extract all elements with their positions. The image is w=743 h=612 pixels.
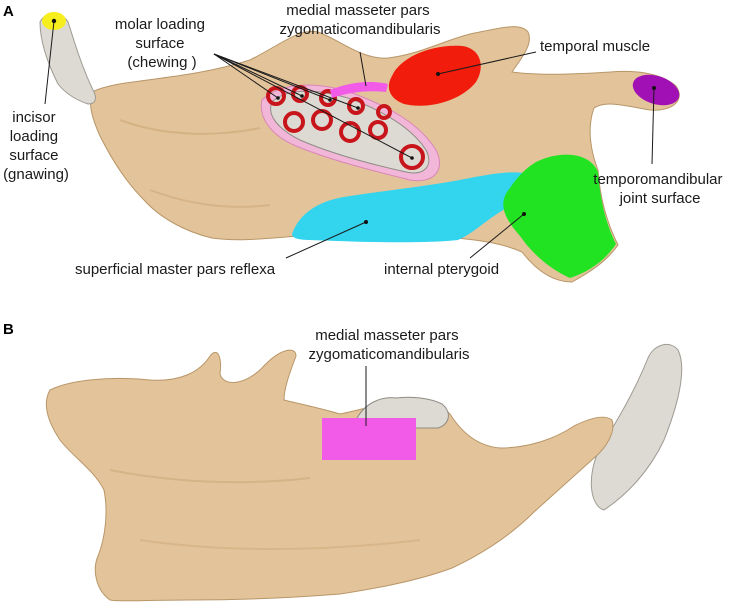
molar-zone <box>347 97 365 115</box>
tmj-label-line: temporomandibular <box>593 171 722 188</box>
pterygoid-label: internal pterygoid <box>384 261 499 278</box>
medial-masseter-a-label-line: medial masseter pars <box>286 2 429 19</box>
molar-label-line: (chewing ) <box>127 54 196 71</box>
incisor-b-tooth <box>590 343 683 511</box>
medial-masseter-b-label: medial masseter pars zygomaticomandibula… <box>309 327 470 363</box>
incisor-label-line: surface <box>9 147 58 164</box>
molar-label-line: surface <box>135 35 184 52</box>
medial-masseter-b-label-line: zygomaticomandibularis <box>309 346 470 363</box>
molar-zone <box>266 86 286 106</box>
molar-leader <box>213 53 359 109</box>
mandible-b-ridge <box>109 469 311 484</box>
molar-label-line: molar loading <box>115 16 205 33</box>
mandible-a-ridge-2 <box>149 189 271 208</box>
medial-masseter-a-leader <box>359 51 367 87</box>
mandible-a-ridge <box>119 119 261 135</box>
molar-leader <box>213 53 303 97</box>
molar-leader-dot <box>328 98 332 102</box>
mandible-b-ridge-2 <box>139 539 421 550</box>
molar-zone <box>319 89 337 107</box>
molar-label: molar loading surface (chewing ) <box>115 16 209 71</box>
temporal-leader-dot <box>436 72 440 76</box>
incisor-leader-dot <box>51 18 57 24</box>
mandible-b-bone <box>45 349 614 602</box>
leader-lines-a <box>44 18 656 259</box>
tmj-zone <box>632 74 680 106</box>
molar-zone <box>339 121 361 143</box>
superficial-leader <box>285 221 367 259</box>
panel-a-letter: A <box>3 3 14 20</box>
incisor-label-line: (gnawing) <box>3 166 69 183</box>
medial-masseter-a-zone <box>330 82 388 98</box>
incisor-a-tooth <box>39 13 96 105</box>
incisor-label-line: loading <box>10 128 58 145</box>
molar-leader-dot <box>276 96 280 100</box>
molar-leader-dot <box>300 94 304 98</box>
superficial-label: superficial master pars reflexa <box>75 261 276 278</box>
molar-zone <box>399 144 425 170</box>
molar-loading-zones <box>266 85 425 170</box>
incisor-leader <box>44 20 55 105</box>
temporal-muscle-zone <box>388 45 481 106</box>
medial-masseter-a-label-line: zygomaticomandibularis <box>280 21 441 38</box>
tmj-label: temporomandibular joint surface <box>593 171 726 207</box>
molar-leader-dot <box>356 106 360 110</box>
molar-zone <box>376 104 392 120</box>
superficial-leader-dot <box>364 220 368 224</box>
tmj-leader <box>651 87 655 165</box>
tmj-label-line: joint surface <box>619 190 701 207</box>
medial-masseter-b-label-line: medial masseter pars <box>315 327 458 344</box>
tmj-leader-dot <box>652 86 656 90</box>
medial-masseter-a-label: medial masseter pars zygomaticomandibula… <box>280 2 441 38</box>
panel-b-letter: B <box>3 321 14 338</box>
molar-leader-dot <box>410 156 414 160</box>
medial-masseter-b-zone <box>322 418 416 460</box>
pterygoid-leader-dot <box>522 212 526 216</box>
temporal-label: temporal muscle <box>540 38 650 55</box>
superficial-masseter-zone <box>292 172 534 243</box>
temporal-leader <box>437 51 537 75</box>
pterygoid-leader <box>469 213 525 259</box>
molar-zone <box>283 111 305 133</box>
internal-pterygoid-zone <box>503 154 616 278</box>
molar-leader <box>213 53 279 99</box>
molar-leader <box>213 53 413 159</box>
molar-zone <box>291 85 309 103</box>
molar-zone <box>368 120 388 140</box>
incisor-label: incisor loading surface (gnawing) <box>3 109 69 183</box>
incisor-label-line: incisor <box>12 109 55 126</box>
